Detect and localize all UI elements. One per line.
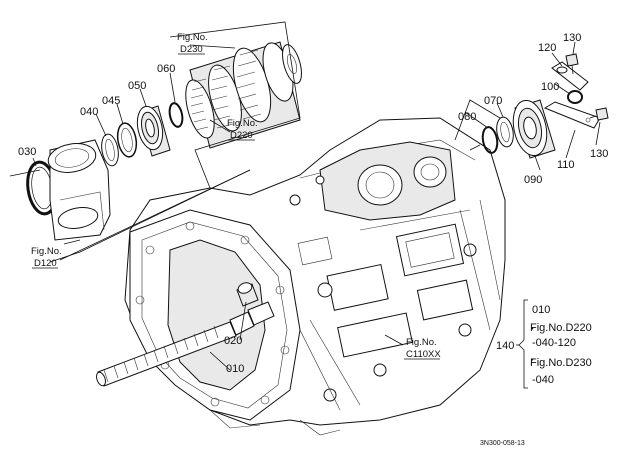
leader-lines [32, 41, 601, 371]
set-legend-line2: Fig.No.D220 [530, 322, 592, 334]
snap-ring-100 [567, 90, 583, 104]
fig-ref-d120-line2: D120 [34, 258, 57, 269]
callout-140: 140 [496, 340, 514, 352]
bolt-130-bottom [589, 107, 609, 121]
set-legend-line5: -040 [532, 374, 554, 386]
callout-030: 030 [18, 146, 36, 158]
callout-070: 070 [484, 95, 502, 107]
bearing-090 [512, 99, 556, 159]
collar-045 [116, 122, 138, 158]
callout-130-top: 130 [563, 32, 581, 44]
bolt-130-top [565, 53, 579, 75]
set-legend-line3: -040-120 [532, 337, 576, 349]
input-shaft [96, 301, 275, 387]
callout-045: 045 [102, 95, 120, 107]
set-legend-bracket: • • [516, 299, 534, 389]
washer-120 [556, 66, 568, 74]
drawing-code: 3N300-058-13 [480, 440, 525, 447]
transmission-case [124, 117, 506, 436]
ball-bearing-050 [136, 105, 171, 157]
set-legend-line4: Fig.No.D230 [530, 357, 592, 369]
callout-120: 120 [538, 42, 556, 54]
fig-ref-d230-line1: Fig.No. [177, 32, 208, 43]
fig-ref-d230-line2: D230 [180, 44, 203, 55]
callout-010: 010 [226, 363, 244, 375]
callout-130-bottom: 130 [590, 148, 608, 160]
fig-ref-d120-line1: Fig.No. [31, 246, 62, 257]
collar-070 [496, 116, 514, 148]
set-legend-line1: 010 [532, 304, 550, 316]
callout-080: 080 [458, 111, 476, 123]
callout-110: 110 [557, 159, 575, 171]
callout-020: 020 [224, 335, 242, 347]
fig-ref-d220-line1: Fig.No. [227, 118, 258, 129]
callout-050: 050 [128, 80, 146, 92]
svg-text:•: • [531, 357, 534, 364]
cover-fig-d120 [47, 139, 111, 241]
o-ring-080 [481, 126, 499, 154]
callout-090: 090 [524, 174, 542, 186]
callout-100: 100 [541, 81, 559, 93]
fig-ref-c110xx-line1: Fig.No. [406, 337, 437, 348]
callout-040: 040 [80, 106, 98, 118]
rear-assembly-frame [454, 99, 501, 151]
snap-ring-060 [168, 102, 184, 128]
fig-ref-c110xx-line2: C110XX [406, 349, 441, 360]
fig-ref-d220-line2: D220 [230, 130, 253, 141]
oil-seal-040 [101, 133, 119, 167]
callout-060: 060 [157, 63, 175, 75]
bush-020 [236, 282, 259, 307]
gear-cluster [185, 41, 302, 149]
svg-text:•: • [531, 326, 534, 333]
